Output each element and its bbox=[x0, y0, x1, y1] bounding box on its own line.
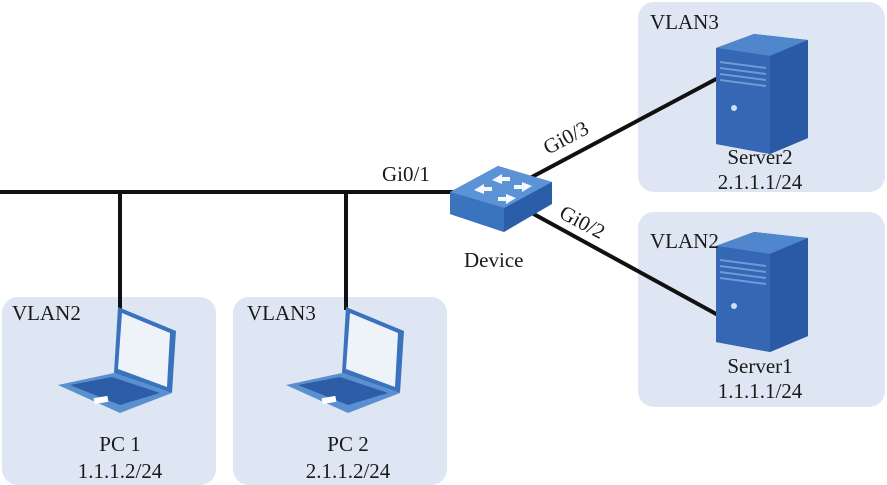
vlan-label-pc1: VLAN2 bbox=[12, 301, 81, 325]
server2-name: Server2 bbox=[727, 145, 793, 169]
pc1-name: PC 1 bbox=[99, 432, 141, 456]
server2-ip: 2.1.1.1/24 bbox=[717, 170, 803, 194]
server1-ip: 1.1.1.1/24 bbox=[717, 379, 803, 403]
link-gi0-3 bbox=[529, 76, 719, 180]
pc2-laptop-icon[interactable] bbox=[284, 305, 414, 417]
pc1-laptop-icon[interactable] bbox=[56, 305, 186, 417]
server2-icon[interactable] bbox=[712, 30, 812, 160]
pc2-ip: 2.1.1.2/24 bbox=[305, 459, 391, 483]
server1-icon[interactable] bbox=[712, 228, 812, 358]
pc2-name: PC 2 bbox=[327, 432, 369, 456]
vlan-label-pc2: VLAN3 bbox=[247, 301, 316, 325]
port-gi0-1-label: Gi0/1 bbox=[382, 162, 430, 186]
switch-icon[interactable] bbox=[446, 160, 558, 240]
vlan-label-server2: VLAN3 bbox=[650, 10, 719, 34]
server1-name: Server1 bbox=[727, 354, 793, 378]
link-gi0-2 bbox=[529, 210, 719, 317]
vlan-label-server1: VLAN2 bbox=[650, 229, 719, 253]
pc1-ip: 1.1.1.2/24 bbox=[77, 459, 163, 483]
device-label: Device bbox=[464, 248, 524, 272]
